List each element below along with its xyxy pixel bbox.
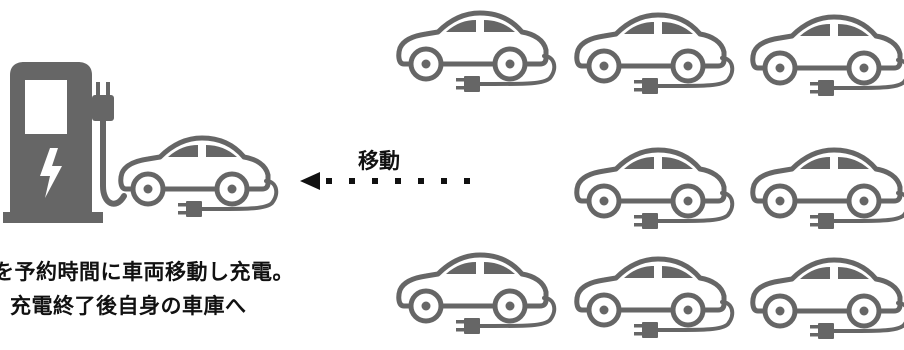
waiting-car-icon <box>753 150 904 229</box>
dotted-left-arrow-icon <box>300 172 470 190</box>
waiting-car-icon <box>399 13 554 92</box>
waiting-car-icon <box>577 15 732 94</box>
waiting-car-icon <box>753 17 904 96</box>
caption-line-2: 充電終了後自身の車庫へ <box>10 294 247 318</box>
charging-car-icon <box>121 138 276 217</box>
ev-charging-station-icon <box>3 62 127 223</box>
waiting-car-icon <box>753 260 904 339</box>
caption-line-1: を予約時間に車両移動し充電。 <box>0 260 294 284</box>
waiting-car-icon <box>577 259 732 338</box>
waiting-car-icon <box>399 255 554 334</box>
move-label: 移動 <box>358 149 400 173</box>
waiting-car-icon <box>577 150 732 229</box>
